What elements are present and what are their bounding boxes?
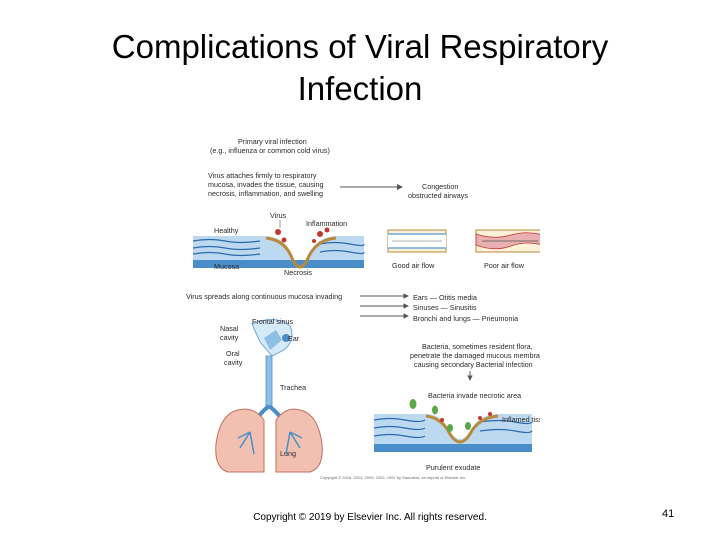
sinuses-complication: Sinuses — Sinusitis [413, 303, 477, 312]
virus-particle [317, 231, 323, 237]
mucosa-label: Mucosa [214, 262, 239, 271]
bronchi-complication: Bronchi and lungs — Pneumonia [413, 314, 518, 323]
good-air-flow-label: Good air flow [392, 261, 435, 270]
bacteria-text-2: penetrate the damaged mucous membranes, [410, 351, 540, 360]
slide-footer-copyright: Copyright © 2019 by Elsevier Inc. All ri… [253, 512, 487, 523]
bacterium [447, 424, 453, 432]
bacterium [465, 422, 471, 430]
attach-text-1: Virus attaches firmly to respiratory [208, 171, 317, 180]
necrosis-label: Necrosis [284, 268, 312, 277]
primary-infection-label: Primary viral infection [238, 137, 307, 146]
healthy-label: Healthy [214, 226, 239, 235]
necrotic-area-illustration [373, 399, 533, 452]
spread-text: Virus spreads along continuous mucosa in… [186, 292, 342, 301]
bacteria-invade-label: Bacteria invade necrotic area [428, 391, 521, 400]
slide-page-number: 41 [662, 508, 675, 520]
lung-label: Lung [280, 449, 296, 458]
congestion-label: Congestion [422, 182, 458, 191]
poor-air-flow-label: Poor air flow [484, 261, 525, 270]
bacteria-text-3: causing secondary Bacterial infection [414, 360, 533, 369]
trachea-label: Trachea [280, 383, 306, 392]
figure-copyright: Copyright © 2016, 2013, 2009, 2002, 1997… [320, 475, 466, 480]
primary-infection-example: (e.g., influenza or common cold virus) [210, 146, 330, 155]
mucosa-illustration [192, 227, 365, 269]
virus-particle [312, 239, 316, 243]
virus-particle [281, 237, 287, 243]
poor-airflow-tube [475, 229, 540, 253]
bacterium [409, 399, 417, 409]
inflammation-label: Inflammation [306, 219, 347, 228]
bacteria-text-1: Bacteria, sometimes resident flora, [422, 342, 533, 351]
ears-complication: Ears — Otitis media [413, 293, 477, 302]
viral-infection-diagram: Primary viral infection (e.g., influenza… [186, 137, 540, 480]
respiratory-tract-illustration [215, 319, 323, 473]
inflamed-tissue-label: Inflamed tissue [502, 415, 540, 424]
congestion-sublabel: obstructed airways [408, 191, 468, 200]
ear-label: Ear [288, 334, 300, 343]
title-line-1: Complications of Viral Respiratory [111, 28, 609, 65]
virus-label: Virus [270, 211, 287, 220]
bacterium [432, 405, 438, 415]
nasal-cavity-label-1: Nasal [220, 324, 239, 333]
oral-cavity-label-1: Oral [226, 349, 240, 358]
nasal-cavity-label-2: cavity [220, 333, 239, 342]
slide-title: Complications of Viral Respiratory Infec… [0, 26, 720, 110]
virus-particle [275, 229, 281, 235]
good-airflow-tube [387, 229, 447, 253]
virus-particle [324, 227, 330, 233]
attach-text-3: necrosis, inflammation, and swelling [208, 189, 323, 198]
title-line-2: Infection [297, 70, 423, 107]
attach-text-2: mucosa, invades the tissue, causing [208, 180, 323, 189]
oral-cavity-label-2: cavity [224, 358, 243, 367]
frontal-sinus-label: Frontal sinus [252, 317, 294, 326]
purulent-exudate-label: Purulent exudate [426, 463, 480, 472]
